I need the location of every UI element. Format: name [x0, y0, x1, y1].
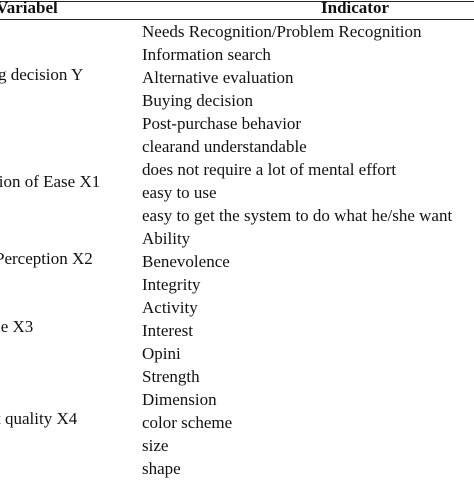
indicator-item: easy to get the system to do what he/she… — [142, 206, 453, 225]
variable-buying-decision-y: g decision Y — [0, 65, 84, 84]
variable-perception-x2: Perception X2 — [0, 249, 93, 268]
table-top-rule — [0, 1, 474, 2]
header-variable: Variabel — [0, 0, 58, 17]
indicator-item: Post-purchase behavior — [142, 114, 302, 133]
indicator-item: Alternative evaluation — [142, 68, 294, 87]
indicator-item: Needs Recognition/Problem Recognition — [142, 22, 422, 41]
variable-quality-x4: t quality X4 — [0, 409, 78, 428]
indicator-item: Ability — [142, 229, 191, 248]
indicator-item: Strength — [142, 367, 200, 386]
indicator-item: Benevolence — [142, 252, 230, 271]
header-bottom-rule — [0, 19, 474, 20]
variable-x3: le X3 — [0, 317, 34, 336]
indicator-item: Integrity — [142, 275, 201, 294]
indicator-item: color scheme — [142, 413, 233, 432]
indicator-item: shape — [142, 459, 181, 478]
indicator-column: Needs Recognition/Problem Recognition In… — [142, 20, 474, 480]
indicator-item: Information search — [142, 45, 271, 64]
indicator-item: clearand understandable — [142, 137, 307, 156]
indicator-item: size — [142, 436, 169, 455]
variable-ease-x1: tion of Ease X1 — [0, 172, 101, 191]
indicator-item: easy to use — [142, 183, 217, 202]
indicator-item: Opini — [142, 344, 181, 363]
indicator-item: Activity — [142, 298, 198, 317]
indicator-item: does not require a lot of mental effort — [142, 160, 397, 179]
indicator-item: Interest — [142, 321, 193, 340]
header-indicator: Indicator — [321, 0, 389, 17]
indicator-item: Dimension — [142, 390, 217, 409]
indicator-item: Buying decision — [142, 91, 253, 110]
